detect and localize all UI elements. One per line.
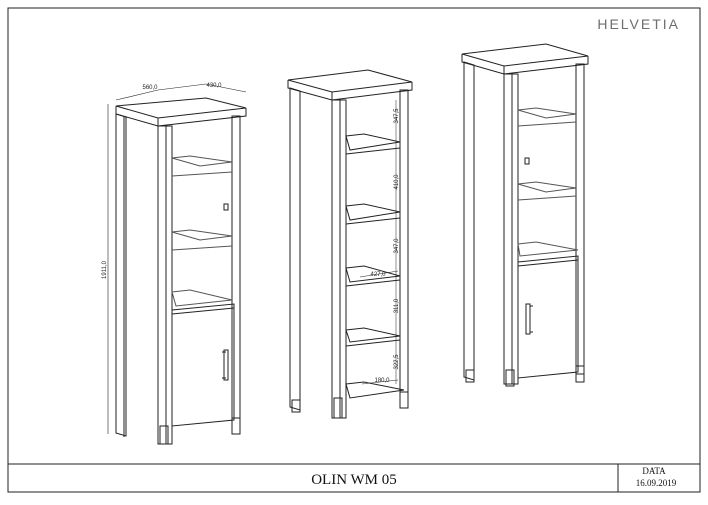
- cabinet-left-top: [115, 97, 247, 119]
- dim-width-label: 560,0: [142, 85, 158, 91]
- date-label: DATA: [642, 466, 666, 476]
- cabinet-right-top: [461, 43, 589, 67]
- date-value: 16.09.2019: [635, 478, 677, 488]
- product-title: OLIN WM 05: [311, 472, 397, 488]
- dim-shelf-gap-3: 347,0: [394, 238, 400, 254]
- dim-shelf-gap-2: 410,0: [394, 174, 400, 190]
- dim-shelf-gap-1: 347,5: [394, 108, 400, 124]
- cabinet-middle-top: [287, 69, 413, 93]
- cabinet-left-view: [107, 83, 247, 445]
- dim-shelf-depth: 427,0: [370, 272, 386, 278]
- cabinet-middle-view: [287, 69, 413, 419]
- dim-shelf-gap-4: 311,0: [394, 298, 400, 313]
- cabinet-right-view: [461, 43, 589, 387]
- sheet-border: [7, 7, 701, 493]
- dim-shelf-gap-5: 322,5: [394, 354, 400, 370]
- dim-plinth-depth: 180,0: [374, 378, 390, 384]
- dim-depth-label: 430,0: [206, 83, 222, 89]
- brand-logo: HELVETIA: [597, 16, 680, 32]
- dim-height-label: 1911,0: [102, 260, 108, 279]
